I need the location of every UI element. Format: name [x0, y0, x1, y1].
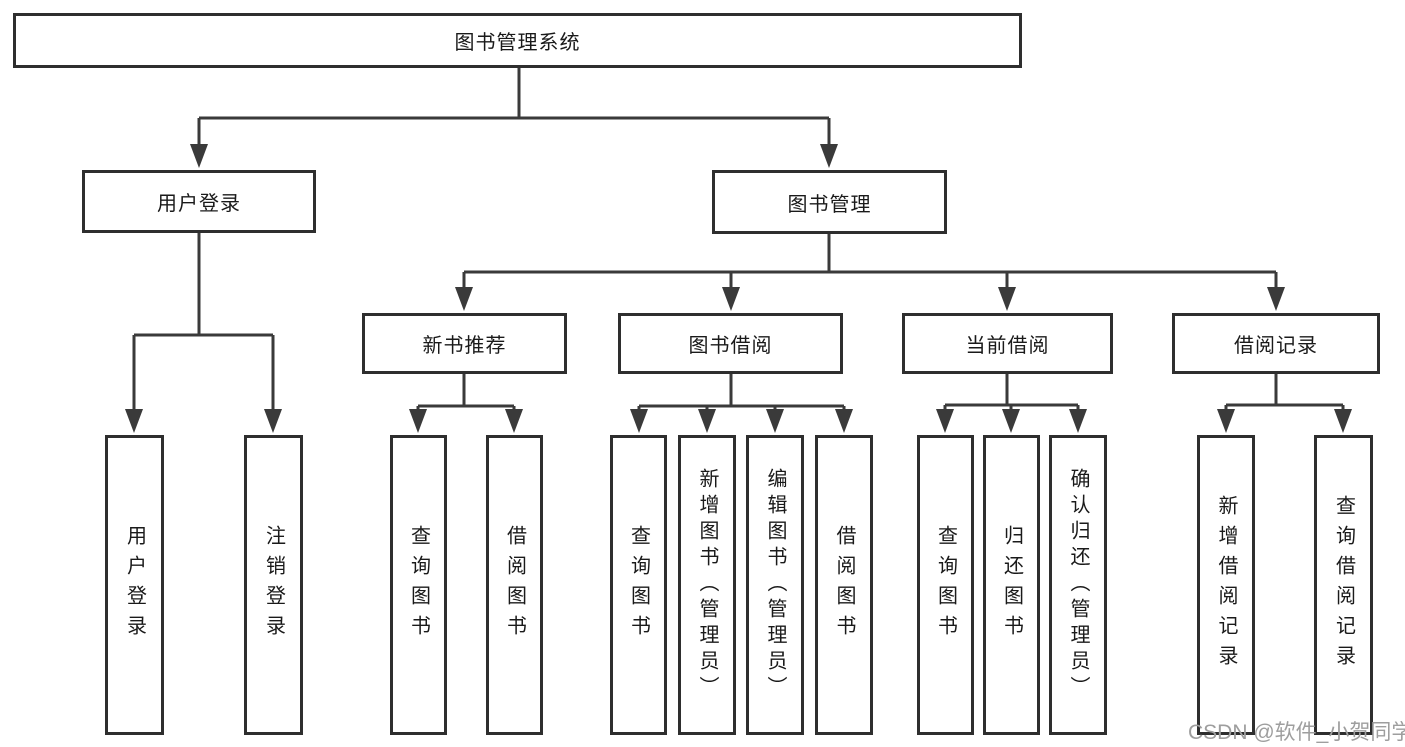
node-label: 查询图书 — [407, 525, 430, 645]
node-label: 用户登录 — [123, 525, 146, 645]
node-label: 图书管理系统 — [454, 32, 581, 54]
node-book-borrowing: 图书借阅 — [618, 313, 843, 374]
leaf-edit-books-admin: 编辑图书（管理员） — [746, 435, 804, 735]
node-label: 当前借阅 — [965, 335, 1050, 357]
leaf-query-books-3: 查询图书 — [917, 435, 974, 735]
leaf-query-books-1: 查询图书 — [390, 435, 447, 735]
leaf-borrow-books-2: 借阅图书 — [815, 435, 873, 735]
node-label: 查询图书 — [627, 525, 650, 645]
node-label: 用户登录 — [157, 193, 241, 215]
leaf-borrow-books-1: 借阅图书 — [486, 435, 543, 735]
leaf-add-borrow-record: 新增借阅记录 — [1197, 435, 1255, 735]
watermark: CSDN @软件_小贺同学 — [1188, 721, 1405, 744]
node-label: 编辑图书（管理员） — [764, 468, 786, 702]
node-new-book-recommendation: 新书推荐 — [362, 313, 567, 374]
node-current-borrowing: 当前借阅 — [902, 313, 1113, 374]
node-label: 新书推荐 — [422, 335, 507, 357]
node-book-management: 图书管理 — [712, 170, 947, 234]
node-label: 图书借阅 — [688, 335, 773, 357]
node-borrowing-records: 借阅记录 — [1172, 313, 1380, 374]
node-label: 借阅图书 — [833, 525, 855, 645]
leaf-logout: 注销登录 — [244, 435, 303, 735]
leaf-return-books: 归还图书 — [983, 435, 1040, 735]
node-label: 确认归还（管理员） — [1067, 468, 1089, 702]
node-label: 借阅记录 — [1234, 335, 1318, 357]
node-label: 归还图书 — [1000, 525, 1023, 645]
node-label: 图书管理 — [787, 193, 872, 216]
leaf-query-borrow-record: 查询借阅记录 — [1314, 435, 1373, 735]
leaf-add-books-admin: 新增图书（管理员） — [678, 435, 736, 735]
node-library-management-system: 图书管理系统 — [13, 13, 1022, 68]
node-label: 注销登录 — [262, 525, 285, 645]
leaf-confirm-return-admin: 确认归还（管理员） — [1049, 435, 1107, 735]
node-user-login: 用户登录 — [82, 170, 316, 233]
node-label: 查询图书 — [934, 525, 957, 645]
node-label: 借阅图书 — [503, 525, 526, 645]
leaf-query-books-2: 查询图书 — [610, 435, 667, 735]
node-label: 新增借阅记录 — [1215, 495, 1237, 675]
leaf-user-login: 用户登录 — [105, 435, 164, 735]
node-label: 新增图书（管理员） — [696, 468, 718, 702]
node-label: 查询借阅记录 — [1332, 495, 1355, 675]
